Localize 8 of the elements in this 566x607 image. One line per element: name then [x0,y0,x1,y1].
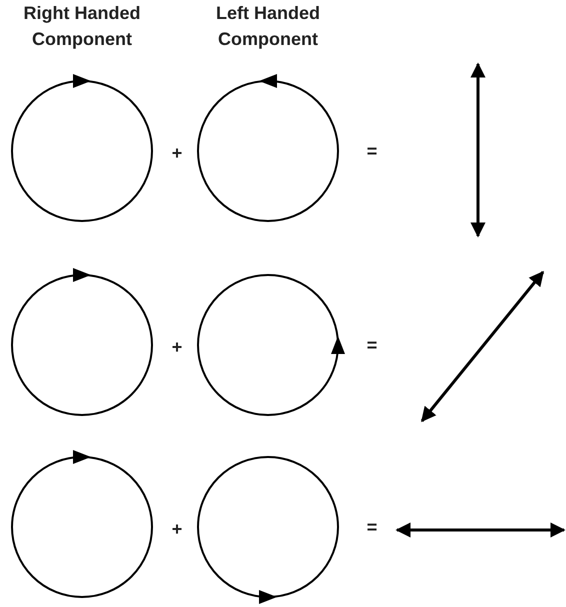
plus-sign: + [170,142,184,165]
equals-sign: = [366,334,378,357]
equals-sign: = [366,516,378,539]
column-heading: Left Handed Component [214,2,321,51]
plus-sign: + [170,518,184,541]
equals-sign: = [366,140,378,163]
column-heading: Right Handed Component [22,2,142,51]
plus-sign: + [170,336,184,359]
